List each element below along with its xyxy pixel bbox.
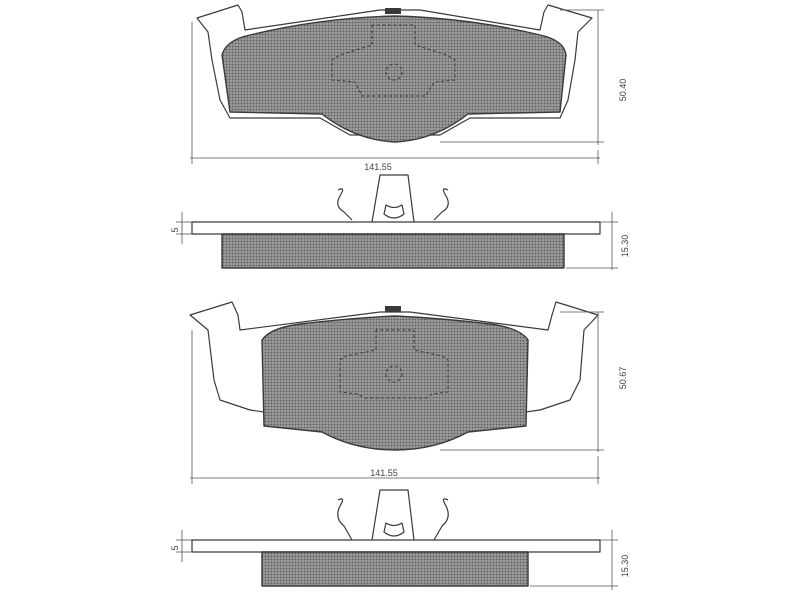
section-bottom-view: 15.30 5 (170, 489, 630, 590)
wear-sensor-tab (385, 8, 401, 14)
clip-outline-hidden-bottom (339, 329, 449, 399)
section-top-view: 15.30 5 (170, 174, 630, 270)
spring-clip-center-bottom (371, 489, 415, 541)
pad-bottom-view: 50.67 141.55 (189, 301, 628, 484)
section-top-total-thickness-label: 15.30 (620, 235, 630, 258)
wear-sensor-tab-bottom (385, 306, 401, 312)
pad-bottom-width-label: 141.55 (370, 468, 398, 478)
pad-bottom-height-label: 50.67 (618, 367, 628, 390)
spring-clip-inner-bottom (383, 522, 405, 537)
spring-clip-inner (383, 204, 405, 219)
section-bottom-lining (261, 551, 529, 587)
pad-top-height-label: 50.40 (618, 79, 628, 102)
pad-top-view: 50.40 141.55 (190, 4, 628, 172)
section-bottom-backing-thickness-label: 5 (170, 545, 180, 550)
spring-clip-right-bottom (433, 498, 449, 541)
section-bottom-backing-plate (191, 539, 601, 553)
friction-lining-bottom (261, 315, 529, 451)
section-bottom-total-thickness-label: 15.30 (620, 555, 630, 578)
pad-top-width-label: 141.55 (364, 162, 392, 172)
section-top-backing-plate (191, 221, 601, 235)
section-top-backing-thickness-label: 5 (170, 227, 180, 232)
spring-clip-left-bottom (337, 498, 353, 541)
spring-clip-right (433, 188, 449, 221)
center-hole-hidden (385, 63, 403, 81)
spring-clip-left (337, 188, 353, 221)
friction-lining (221, 15, 567, 143)
center-hole-hidden-bottom (385, 365, 403, 383)
clip-outline-hidden (331, 24, 456, 97)
section-top-lining (221, 233, 565, 269)
spring-clip-center (371, 174, 415, 223)
